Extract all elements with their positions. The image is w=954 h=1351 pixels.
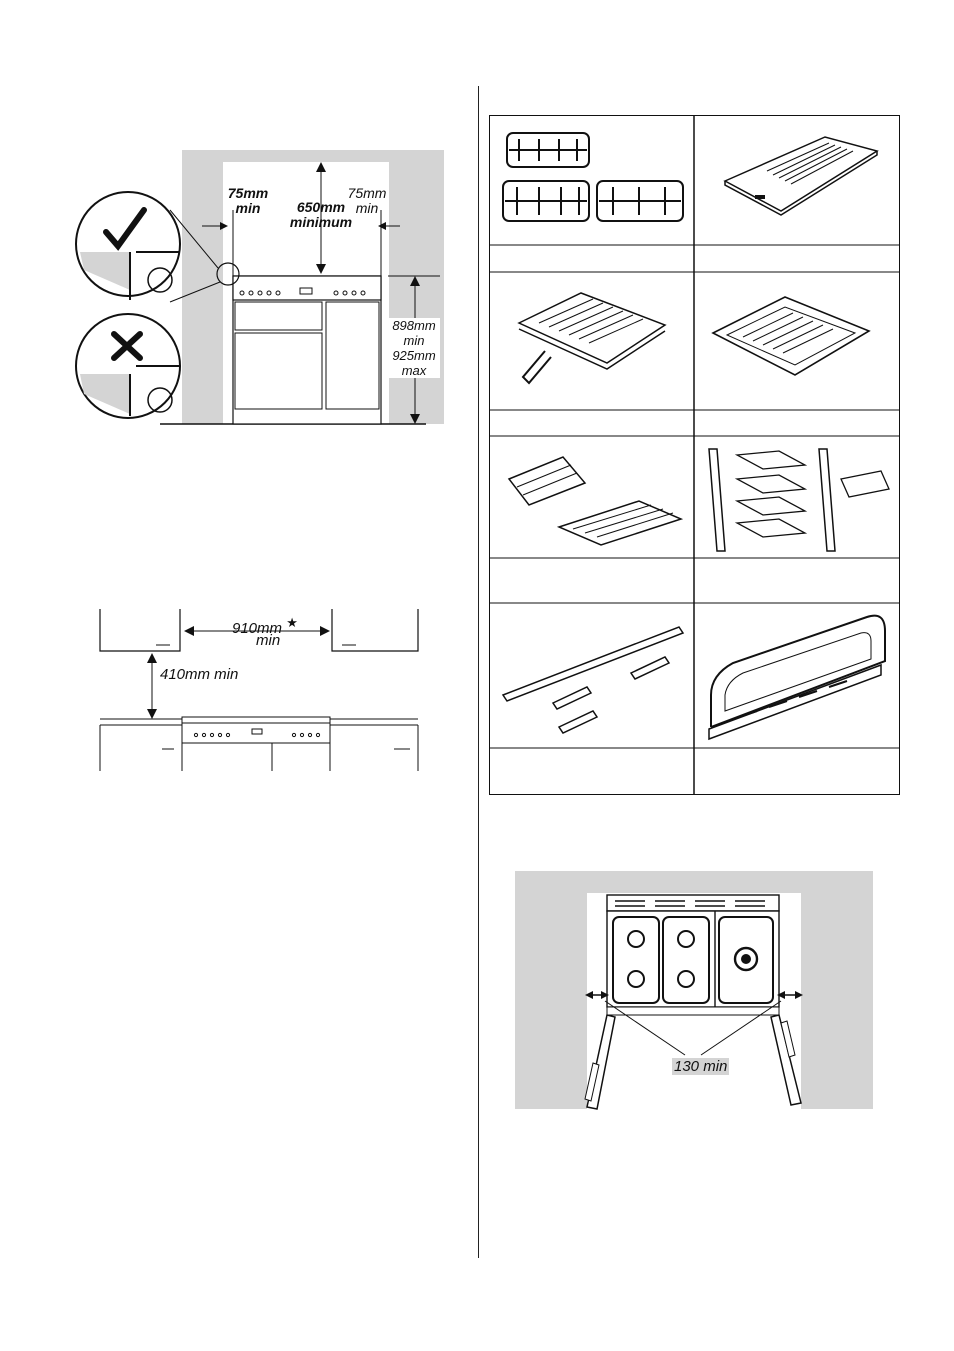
roasting-tin-icon: [710, 295, 871, 376]
left-gap-label: 75mm min: [227, 185, 269, 216]
hood-width-qualifier: min: [256, 632, 281, 649]
correct-fit-icon: [75, 191, 181, 300]
door-clearance-label: 130 min: [672, 1058, 730, 1075]
right-gap-label: 75mm min: [347, 185, 387, 216]
caption-pan-supports: [490, 246, 694, 272]
hob-top-view-icon: [606, 894, 780, 1016]
height-range-label: 898mm min 925mm max: [388, 318, 440, 378]
cooker-front-icon: [232, 275, 382, 425]
pan-supports-icon: [501, 131, 684, 222]
cooker-clearance-diagram: [75, 150, 444, 425]
hood-width-label: 910mm ★: [232, 615, 298, 637]
griddle-icon: [722, 135, 879, 216]
shelf-runners-icon: [707, 447, 890, 552]
caption-handles-rail: [490, 749, 694, 793]
caption-oven-shelves: [490, 559, 694, 603]
accessories-table: [488, 114, 900, 795]
grill-pan-icon: [516, 291, 667, 384]
caption-splashback: [696, 749, 900, 793]
caption-shelf-runners: [696, 559, 900, 603]
caption-roasting-tin: [696, 411, 900, 436]
caption-griddle: [696, 246, 900, 272]
caption-grill-pan: [490, 411, 694, 436]
hood-height-label: 410mm min: [160, 666, 239, 683]
top-gap-label: 650mm minimum: [289, 199, 353, 230]
handles-rail-icon: [501, 625, 684, 734]
incorrect-fit-icon: [75, 313, 181, 419]
oven-shelves-icon: [507, 455, 683, 546]
splashback-icon: [707, 614, 886, 740]
cooker-top-icon: [181, 716, 331, 771]
door-clearance-diagram: [515, 871, 873, 1110]
column-divider: [478, 86, 479, 1258]
cooker-hood-clearance-diagram: [99, 609, 419, 771]
